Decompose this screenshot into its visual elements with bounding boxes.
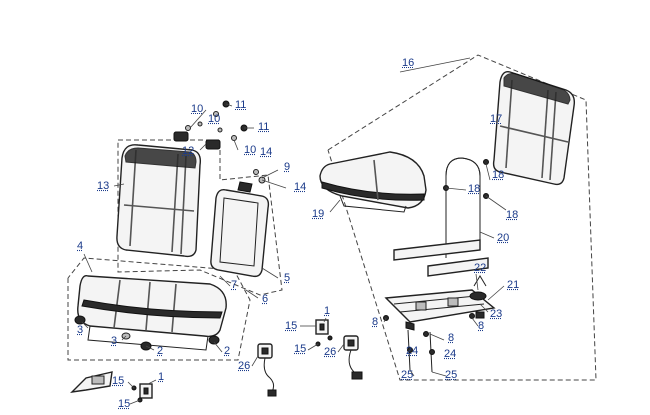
callout-7[interactable]: 7 [231,279,238,291]
front-backrest [116,144,202,258]
callout-10[interactable]: 10 [244,144,257,156]
callout-10[interactable]: 10 [208,113,221,125]
callout-3[interactable]: 3 [111,335,118,347]
callout-14[interactable]: 14 [294,181,307,193]
callout-8[interactable]: 8 [448,332,455,344]
clip-bracket-lower [131,383,153,403]
callout-24[interactable]: 24 [406,345,419,357]
callout-22[interactable]: 22 [474,262,487,274]
seat-slide-base [384,275,496,331]
callout-15[interactable]: 15 [294,343,307,355]
callout-1[interactable]: 1 [158,371,165,383]
callout-15[interactable]: 15 [285,320,298,332]
callout-18[interactable]: 18 [506,209,519,221]
callout-8[interactable]: 8 [372,316,379,328]
rear-backrest [492,71,576,186]
callout-16[interactable]: 16 [402,57,415,69]
callout-9[interactable]: 9 [284,161,291,173]
rear-seat-cushion [319,151,427,213]
callout-24[interactable]: 24 [444,348,457,360]
callout-15[interactable]: 15 [118,398,131,410]
front-seat-back-panel [210,169,270,278]
callout-21[interactable]: 21 [507,279,520,291]
front-bench-seat [74,275,227,351]
rear-seat-frame-bar [393,157,489,277]
callout-25[interactable]: 25 [401,369,414,381]
callout-23[interactable]: 23 [490,308,503,320]
front-bench-group-outline [67,257,251,361]
callout-15[interactable]: 15 [112,375,125,387]
callout-11[interactable]: 11 [235,99,247,111]
callout-14[interactable]: 14 [260,146,273,158]
callout-13[interactable]: 13 [97,180,110,192]
callout-8[interactable]: 8 [478,320,485,332]
front-direction-indicator [70,371,113,393]
callout-18[interactable]: 18 [468,183,481,195]
callout-11[interactable]: 11 [258,121,270,133]
mounting-bolts [383,313,475,373]
callout-18[interactable]: 18 [492,169,505,181]
callout-20[interactable]: 20 [497,232,510,244]
callout-6[interactable]: 6 [262,293,269,305]
callout-12[interactable]: 12 [182,145,195,157]
callout-25[interactable]: 25 [445,369,458,381]
front-backrest-group-outline [117,139,283,296]
rear-seat-group-outline [327,54,597,381]
callout-5[interactable]: 5 [284,272,291,284]
callout-2[interactable]: 2 [224,345,231,357]
callout-3[interactable]: 3 [77,324,84,336]
callout-4[interactable]: 4 [77,240,84,252]
callout-17[interactable]: 17 [490,113,503,125]
clip-bracket-upper [315,319,333,347]
seat-switch-left [257,343,277,397]
callout-1[interactable]: 1 [324,305,331,317]
callout-10[interactable]: 10 [191,103,204,115]
callout-2[interactable]: 2 [157,345,164,357]
leader-lines [81,103,507,405]
callout-26[interactable]: 26 [238,360,251,372]
callout-19[interactable]: 19 [312,208,325,220]
callout-26[interactable]: 26 [324,346,337,358]
seat-switch-right [343,335,363,380]
